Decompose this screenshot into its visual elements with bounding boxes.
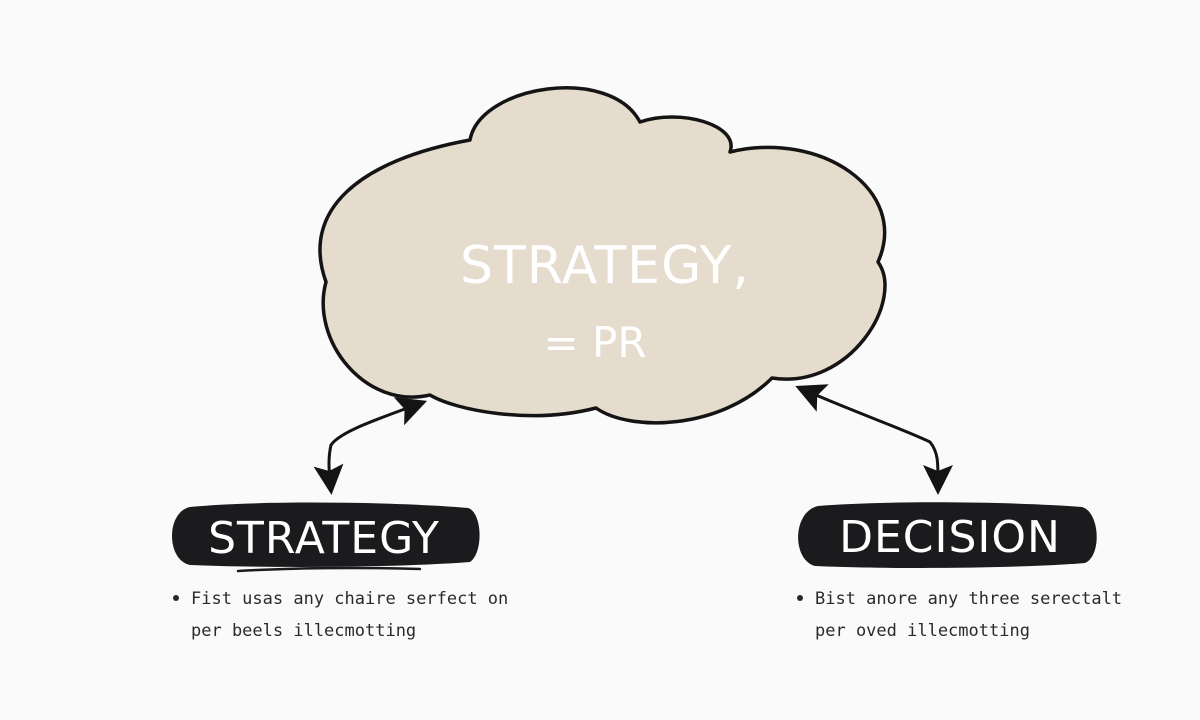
decision-pill [798, 502, 1097, 568]
strategy-bullet-line-1: Fist usas any chaire serfect on [191, 589, 508, 609]
strategy-pill [172, 502, 480, 567]
right-connector-arrow [795, 384, 953, 495]
left-connector-arrow [313, 397, 428, 495]
strategy-underline [236, 566, 422, 573]
cloud-title: STRATEGY, [460, 236, 750, 296]
cloud-shape [318, 86, 887, 425]
decision-bullet-dot [797, 595, 803, 601]
strategy-bullet-line-2: per beels illecmotting [191, 621, 416, 641]
strategy-bullet-dot [173, 595, 179, 601]
strategy-cloud: STRATEGY, = PR [318, 86, 887, 425]
strategy-node: STRATEGY Fist usas any chaire serfect on… [172, 502, 508, 641]
cloud-subtitle: = PR [543, 318, 646, 367]
decision-bullet-line-2: per oved illecmotting [815, 621, 1030, 641]
decision-bullet-line-1: Bist anore any three serectalt [815, 589, 1122, 609]
strategy-label: STRATEGY [208, 513, 440, 564]
decision-node: DECISION Bist anore any three serectalt … [797, 502, 1122, 641]
decision-label: DECISION [839, 512, 1061, 563]
